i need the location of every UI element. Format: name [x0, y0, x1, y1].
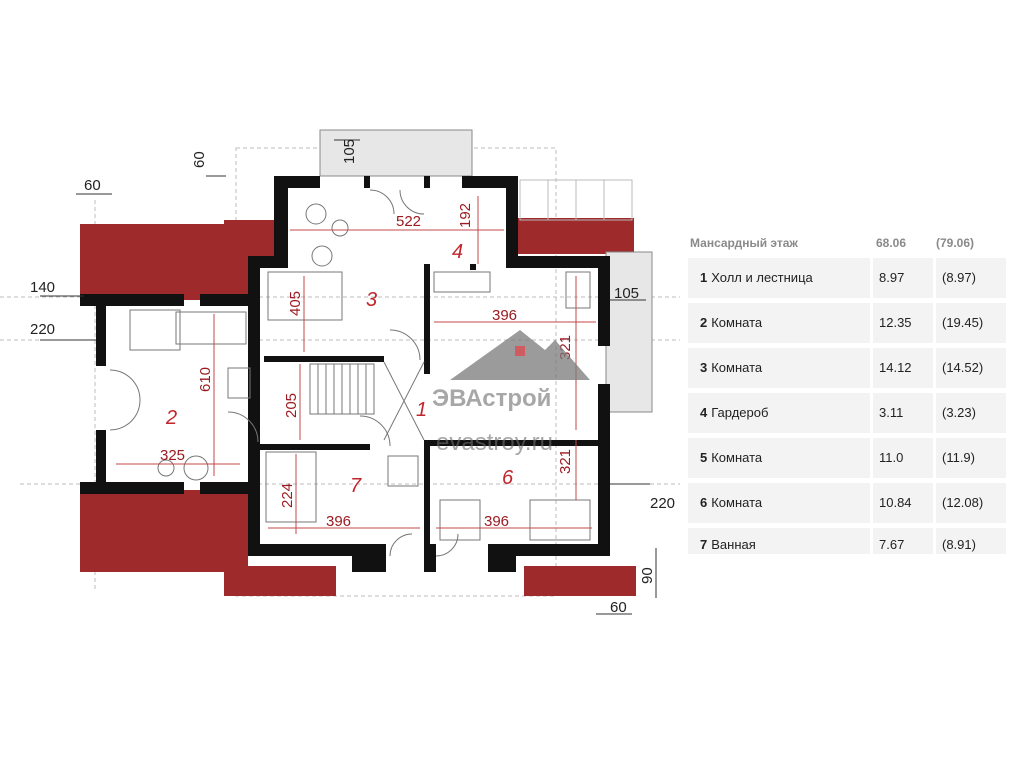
dim-610: 610	[197, 367, 214, 392]
area-table-area: 68.06	[876, 236, 907, 250]
room-number-6: 6	[502, 467, 514, 489]
dim-105-right: 105	[614, 285, 639, 302]
room-num: 4	[700, 405, 708, 420]
dim-325: 325	[160, 447, 185, 464]
room-area-total: (8.91)	[936, 528, 1006, 554]
room-number-1: 1	[416, 399, 427, 421]
room-area-total: (14.52)	[936, 348, 1006, 388]
dim-105-top: 105	[341, 139, 358, 164]
dimension-lines	[116, 196, 596, 534]
room-name: Комната	[711, 450, 763, 465]
room-area: 11.0	[873, 438, 933, 478]
room-number-4: 4	[452, 241, 463, 263]
dim-220-right: 220	[650, 495, 675, 512]
room-number-3: 3	[366, 289, 377, 311]
room-name: Комната	[711, 315, 763, 330]
watermark-logo: ЭВАстрой evastroy.ru	[432, 330, 590, 456]
room-area-total: (8.97)	[936, 258, 1006, 298]
dim-60-top: 60	[191, 151, 208, 168]
room-area: 7.67	[873, 528, 933, 554]
room-num: 3	[700, 360, 708, 375]
railing-grid	[519, 179, 633, 221]
area-table-title: Мансардный этаж	[690, 236, 798, 250]
floor-plan: 522 192 405 396 321 610 325 205 321 224 …	[0, 129, 680, 616]
room-num: 2	[700, 315, 708, 330]
dim-140: 140	[30, 279, 55, 296]
room-name: Комната	[711, 495, 763, 510]
dim-220-left: 220	[30, 321, 55, 338]
room-num: 7	[700, 537, 708, 552]
walls	[80, 176, 610, 572]
watermark-brand: ЭВАстрой	[432, 385, 551, 412]
watermark-url: evastroy.ru	[436, 429, 553, 456]
room-area-total: (11.9)	[936, 438, 1006, 478]
balcony-right	[605, 251, 653, 413]
dim-405: 405	[287, 291, 304, 316]
outer-dim-lines	[40, 139, 657, 615]
area-table-area-total: (79.06)	[936, 236, 975, 250]
dim-60-bottom: 60	[610, 599, 627, 616]
room-num: 1	[700, 270, 708, 285]
room-area: 12.35	[873, 303, 933, 343]
room-number-2: 2	[165, 407, 177, 429]
balcony-top	[319, 129, 473, 177]
room-num: 5	[700, 450, 708, 465]
room-name: Ванная	[711, 537, 756, 552]
dim-396-right: 396	[484, 513, 509, 530]
dim-522: 522	[396, 213, 421, 230]
room-area-total: (19.45)	[936, 303, 1006, 343]
dim-321-bottom: 321	[557, 449, 574, 474]
room-area: 3.11	[873, 393, 933, 433]
room-area-total: (12.08)	[936, 483, 1006, 523]
room-area: 8.97	[873, 258, 933, 298]
dim-205: 205	[283, 393, 300, 418]
room-name: Холл и лестница	[711, 270, 813, 285]
room-number-7: 7	[350, 475, 362, 497]
room-name: Комната	[711, 360, 763, 375]
dim-396-left: 396	[326, 513, 351, 530]
room-name: Гардероб	[711, 405, 769, 420]
room-2-floor	[96, 300, 260, 490]
dim-60-left: 60	[84, 177, 101, 194]
furniture	[109, 189, 591, 557]
dim-192: 192	[457, 203, 474, 228]
roof-areas	[80, 218, 636, 596]
room-num: 6	[700, 495, 708, 510]
dim-224: 224	[279, 483, 296, 508]
dim-396-top: 396	[492, 307, 517, 324]
dim-90: 90	[639, 567, 656, 584]
area-table-header: Мансардный этаж 68.06 (79.06)	[688, 228, 1010, 258]
room-area-total: (3.23)	[936, 393, 1006, 433]
room-area: 10.84	[873, 483, 933, 523]
room-area: 14.12	[873, 348, 933, 388]
